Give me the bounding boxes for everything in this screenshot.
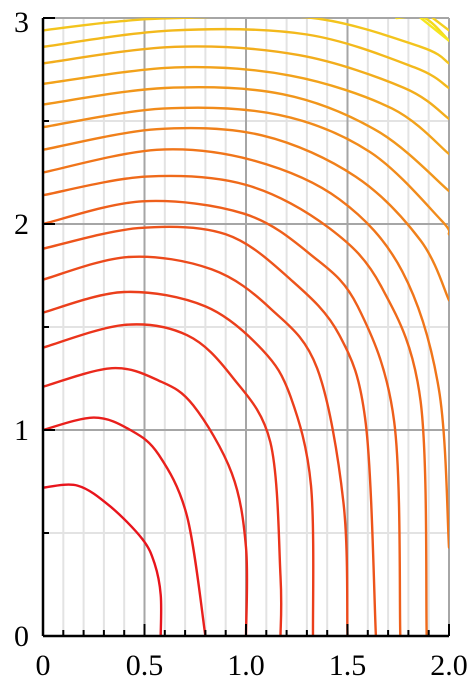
contour-line	[43, 27, 449, 90]
y-tick-label: 2	[14, 208, 29, 241]
contour-line	[43, 106, 449, 236]
tick-labels: 0 0.5 1.0 1.5 2.0 0 1 2 3	[14, 6, 468, 682]
x-tick-label: 1.5	[329, 649, 367, 682]
contour-line	[43, 366, 249, 636]
ticks	[42, 17, 450, 637]
contour-line	[43, 483, 163, 636]
contour-line	[419, 18, 449, 42]
contour-line	[43, 148, 449, 549]
x-tick-label: 0	[36, 649, 51, 682]
contour-line	[43, 225, 378, 636]
contour-line	[43, 199, 402, 636]
x-tick-label: 2.0	[430, 649, 468, 682]
grid	[43, 17, 450, 636]
y-tick-label: 1	[14, 414, 29, 447]
contour-line	[43, 174, 428, 636]
x-tick-label: 0.5	[126, 649, 164, 682]
contour-line	[43, 323, 283, 636]
contour-line	[43, 126, 449, 302]
contour-lines	[43, 18, 449, 636]
contour-line	[43, 416, 207, 636]
contour-line	[43, 18, 449, 65]
contour-line	[43, 255, 349, 636]
x-tick-label: 1.0	[227, 649, 265, 682]
contour-line	[43, 65, 449, 156]
contour-line	[43, 45, 449, 121]
y-tick-label: 0	[14, 620, 29, 653]
contour-line	[431, 18, 449, 32]
contour-line	[43, 86, 449, 193]
contour-line	[43, 290, 315, 636]
y-tick-label: 3	[14, 6, 29, 39]
